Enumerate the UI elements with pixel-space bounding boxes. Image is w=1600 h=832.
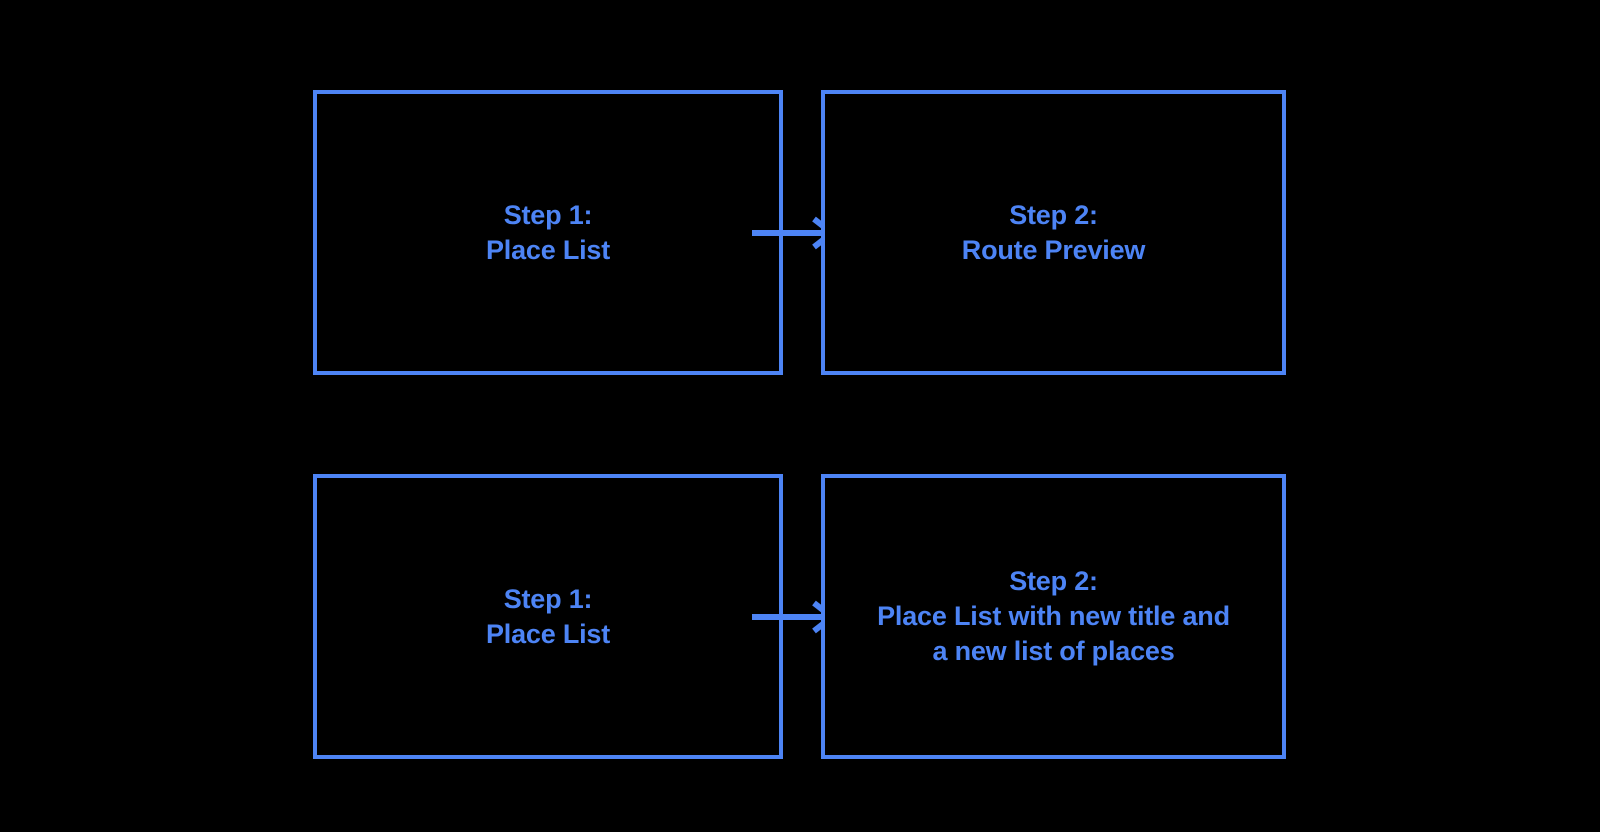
flow-row-2: Step 1: Place List Step 2: Place List wi… <box>0 474 1600 764</box>
step-box-label: Step 2: Route Preview <box>961 199 1146 265</box>
step-box-row1-step2[interactable]: Step 2: Route Preview <box>821 90 1286 375</box>
step-box-label: Step 1: Place List <box>485 199 611 265</box>
step-box-label: Step 2: Place List with new title and a … <box>877 566 1230 666</box>
step-box-row1-step1[interactable]: Step 1: Place List <box>313 90 783 375</box>
step-box-row2-step1[interactable]: Step 1: Place List <box>313 474 783 759</box>
step-box-label: Step 1: Place List <box>485 583 611 649</box>
flow-row-1: Step 1: Place List Step 2: Route Preview <box>0 90 1600 380</box>
step-box-row2-step2[interactable]: Step 2: Place List with new title and a … <box>821 474 1286 759</box>
